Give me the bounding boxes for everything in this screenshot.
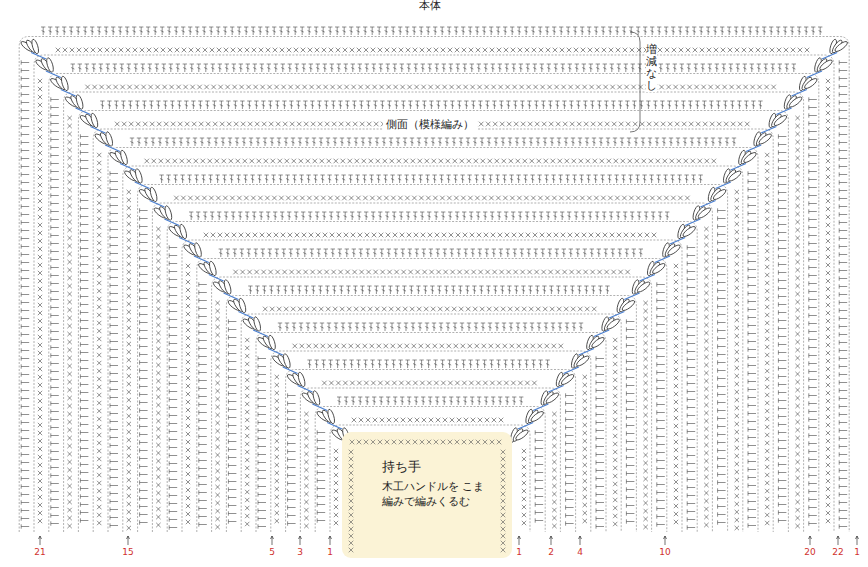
fan-shell [530,410,545,423]
fan-shell [651,262,666,275]
node-title: 持ち手 [382,458,494,476]
fan-shell [712,188,727,201]
fan-shell [834,40,849,53]
fan-shell [327,409,336,425]
row-number: 5 [268,547,276,557]
fan-shell [164,205,173,221]
fan-shell [773,114,788,127]
blue-arrow [31,53,837,430]
row-number: 1 [515,547,523,557]
fan-shell [282,353,291,369]
fan-shell [223,279,232,295]
fan-shell [621,299,636,312]
row-number: 10 [658,547,671,557]
row-number: 1 [326,547,334,557]
fan-shell [590,336,605,349]
row-number: 21 [33,547,46,557]
single-crochet [349,440,506,553]
fan-shell [575,354,590,367]
chart-label: 増減なし [646,44,657,92]
fan-shell [545,391,560,404]
chart-label: 本体 [416,0,444,13]
chart-label: 側面（模様編み） [383,119,477,132]
fan-shell [312,390,321,406]
fan-shell [297,372,306,388]
fan-shell [682,225,697,238]
row-number: 20 [803,547,816,557]
fan-shell [119,150,128,166]
fan-shell [45,57,54,73]
fan-shell [31,39,40,55]
row-number: 15 [121,547,134,557]
fan-shell [742,151,757,164]
fan-shell [758,132,773,145]
fan-shell [514,428,529,441]
fan-shell [803,77,818,90]
fan-shell [636,280,651,293]
fan-shell [560,373,575,386]
row-number: 4 [576,547,584,557]
double-crochet [41,27,822,405]
row-number: 2 [547,547,555,557]
fan-shell [105,131,114,147]
row-number: 22 [831,547,844,557]
fan-shell [149,187,158,203]
fan-shell [253,316,262,332]
fan-shell [606,317,621,330]
fan-shell [134,168,143,184]
fan-shell [179,224,188,240]
fan-shell [193,242,202,258]
fan-shell [727,169,742,182]
row-number: 1 [853,547,861,557]
fan-shell [267,335,276,351]
fan-shell [788,95,803,108]
fan-shell [208,261,217,277]
row-number: 3 [296,547,304,557]
bracket [630,32,640,132]
fan-shell [60,76,69,92]
node-note: 木工ハンドルを こま編みで編みくるむ [382,479,494,509]
fan-shell [238,298,247,314]
fan-shell [666,243,681,256]
handle-box: 持ち手木工ハンドルを こま編みで編みくるむ [342,432,512,558]
fan-shell [90,113,99,129]
fan-shell [818,58,833,71]
fan-shell [75,94,84,110]
fan-shell [697,206,712,219]
